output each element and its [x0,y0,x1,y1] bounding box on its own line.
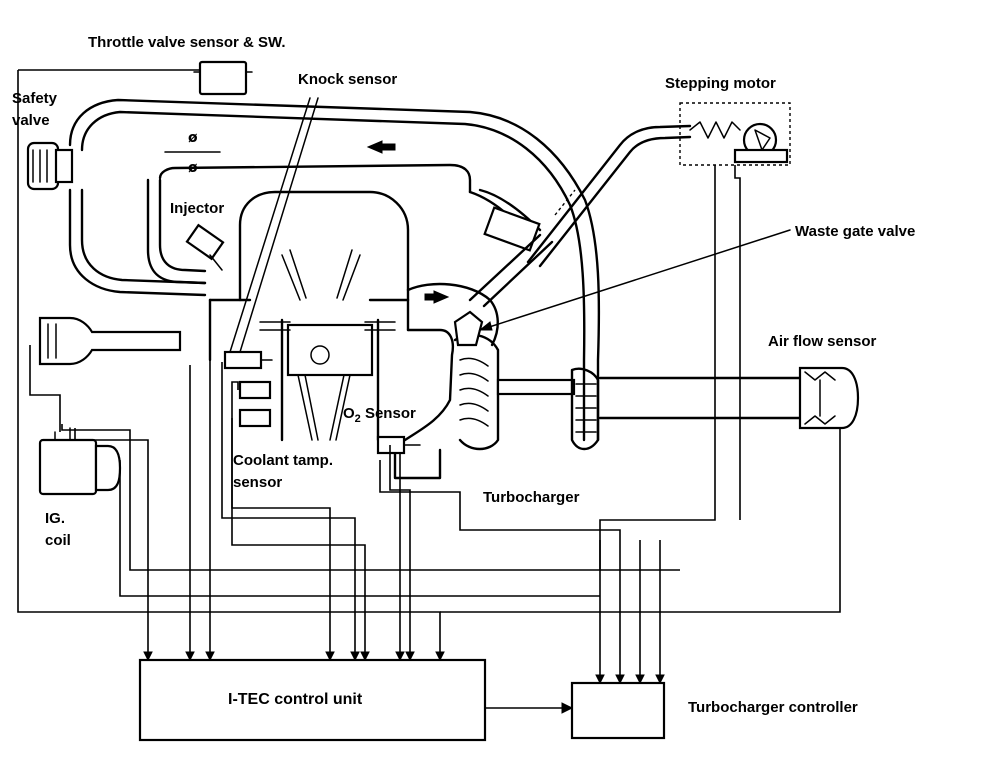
stepping-motor-label: Stepping motor [665,75,776,92]
distributor [38,316,182,366]
turbocharger-controller-box [570,655,666,740]
injector [185,223,225,271]
piston [259,318,396,442]
itec-control-unit-label: I-TEC control unit [228,691,363,708]
air-flow-sensor [798,366,860,430]
o2-suffix: Sensor [360,405,416,422]
control-pipe-to-stepping-motor [526,124,692,268]
o2-prefix: O [343,405,355,422]
intake-pipe [598,376,802,420]
injector-label: Injector [170,200,225,217]
turbocharger-label: Turbocharger [483,489,580,506]
ignition-coil [38,427,122,496]
svg-text:ø: ø [188,160,198,176]
engine-sensor-3 [238,408,272,428]
ig-coil-label: IG. coil [45,510,71,549]
knock-sensor-pointer [229,97,319,353]
coolant-temp-sensor-label: Coolant tamp. sensor [233,452,333,491]
knock-sensor-label: Knock sensor [298,71,398,88]
o2-subscript: 2 [354,413,361,425]
throttle-butterfly: ø ø [164,130,221,176]
engine-sensor-2 [238,380,272,400]
o2-sensor-label: O2 Sensor [343,404,416,429]
waste-gate-valve [453,229,791,347]
knock-sensor-body [223,350,273,370]
waste-gate-valve-label: Waste gate valve [795,223,916,240]
exhaust-arrow-right [424,290,450,304]
itec-to-controller-link [485,702,574,714]
intake-manifold [68,98,601,442]
throttle-valve-sensor [193,60,253,96]
airflow-arrow-left [366,140,396,154]
wiring-harness [17,69,841,660]
air-flow-sensor-label: Air flow sensor [768,333,877,350]
turbocharger [453,333,600,451]
itec-control-unit-box [138,658,487,742]
safety-valve [26,141,74,191]
o2-sensor-body [376,435,421,455]
wastegate-actuator [468,206,554,308]
stepping-motor [679,102,791,166]
safety-valve-label: Safety valve [12,90,58,129]
turbocharger-controller-label: Turbocharger controller [688,699,858,716]
svg-text:ø: ø [188,130,198,146]
engine-head [208,190,410,362]
throttle-valve-sensor-label: Throttle valve sensor & SW. [88,34,286,51]
input-arrows [143,651,665,685]
